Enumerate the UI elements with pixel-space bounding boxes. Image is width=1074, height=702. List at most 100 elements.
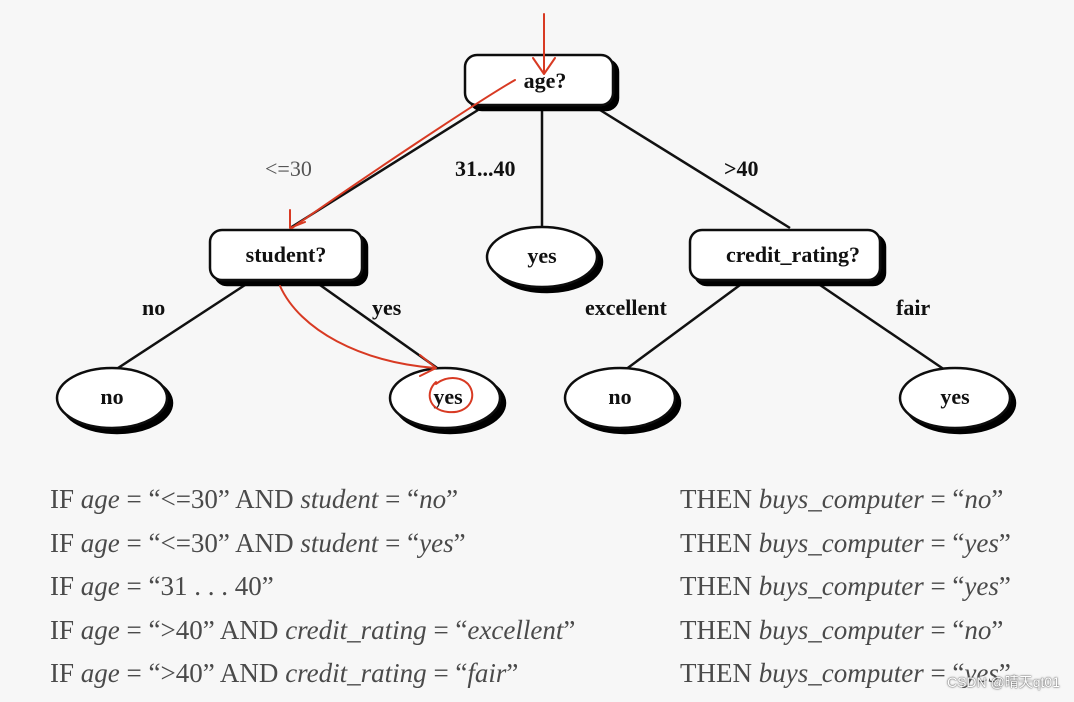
rule-text: ” [991, 614, 1004, 645]
rule-conclusion: THEN buys_computer = “no” [680, 615, 1003, 646]
rules-list: IF age = “<=30” AND student = “no” THEN … [50, 484, 1070, 702]
rule-condition: IF age = “>40” AND credit_rating = “exce… [50, 615, 575, 646]
annotation-circle-yes [428, 377, 474, 414]
rule-value: yes [964, 527, 999, 558]
rule-text: ” [446, 484, 459, 514]
edge-line-age-credit [599, 108, 791, 230]
node-credit-rating: credit_rating? [688, 228, 882, 282]
rule-if-keyword: IF [50, 658, 75, 688]
rule-text: ” [998, 571, 1011, 601]
decision-tree-diagram: age? student? credit_rating? yes no yes … [55, 13, 1012, 430]
annotation-entry-arrow [532, 13, 556, 75]
rule-text: = “ [923, 571, 965, 601]
leaf-credit-yes-label: yes [940, 384, 970, 409]
rule-text: ” [563, 614, 576, 645]
edge-label-le30: <=30 [265, 156, 312, 181]
leaf-student-no-label: no [100, 384, 123, 409]
rule-condition: IF age = “>40” AND credit_rating = “fair… [50, 658, 518, 689]
rule-value: fair [467, 658, 507, 688]
node-credit-rating-label: credit_rating? [726, 242, 860, 267]
rule-value: no [419, 484, 447, 514]
rule-text: ” [506, 658, 519, 688]
rule-value: yes [964, 571, 999, 601]
rule-attr: age [80, 614, 120, 645]
rule-value: excellent [467, 614, 564, 645]
leaf-student-yes-label: yes [433, 384, 463, 409]
rule-row: IF age = “>40” AND credit_rating = “exce… [50, 615, 1070, 659]
rule-condition: IF age = “<=30” AND student = “yes” [50, 528, 466, 559]
rule-value: yes [964, 658, 999, 688]
rule-text: = “<=30” AND [119, 484, 301, 514]
rule-then-keyword: THEN [680, 571, 752, 601]
rule-condition: IF age = “<=30” AND student = “no” [50, 484, 458, 515]
rule-text: = “31 . . . 40” [119, 571, 274, 601]
edge-label-excellent: excellent [585, 295, 668, 320]
node-age: age? [463, 53, 615, 107]
rule-text: = “ [923, 614, 965, 645]
rule-target: buys_computer [758, 527, 924, 558]
rule-conclusion: THEN buys_computer = “yes” [680, 571, 1011, 602]
rule-attr: age [80, 527, 120, 558]
edge-line-credit-yes [819, 283, 946, 372]
leaf-credit-no: no [563, 366, 677, 430]
rule-conclusion: THEN buys_computer = “yes” [680, 658, 1011, 689]
rule-conclusion: THEN buys_computer = “no” [680, 484, 1003, 515]
rule-text: = “ [378, 484, 420, 514]
rule-text: ” [453, 527, 466, 558]
node-student: student? [208, 228, 364, 282]
rule-row: IF age = “>40” AND credit_rating = “fair… [50, 658, 1070, 702]
rule-target: buys_computer [758, 658, 924, 688]
rule-attr: age [80, 484, 120, 514]
rule-text: = “ [426, 658, 468, 688]
rule-text: = “ [378, 527, 420, 558]
rule-attr: credit_rating [285, 614, 427, 645]
rule-conclusion: THEN buys_computer = “yes” [680, 528, 1011, 559]
annotation-path-to-yes [279, 285, 437, 377]
rule-target: buys_computer [758, 614, 924, 645]
rule-target: buys_computer [758, 484, 924, 514]
rule-if-keyword: IF [50, 614, 75, 645]
rule-text: ” [998, 658, 1011, 688]
rule-if-keyword: IF [50, 484, 75, 514]
rule-target: buys_computer [758, 571, 924, 601]
rule-text: ” [991, 484, 1004, 514]
rule-row: IF age = “31 . . . 40” THEN buys_compute… [50, 571, 1070, 615]
rule-attr: student [300, 484, 379, 514]
rule-value: yes [419, 527, 454, 558]
rule-condition: IF age = “31 . . . 40” [50, 571, 274, 602]
rule-attr: student [300, 527, 379, 558]
leaf-student-no: no [55, 366, 169, 430]
leaf-credit-yes: yes [898, 366, 1012, 430]
rule-then-keyword: THEN [680, 527, 752, 558]
rule-then-keyword: THEN [680, 484, 752, 514]
rule-then-keyword: THEN [680, 658, 752, 688]
rule-attr: credit_rating [285, 658, 427, 688]
rule-text: ” [998, 527, 1011, 558]
rule-if-keyword: IF [50, 571, 75, 601]
node-student-label: student? [246, 242, 327, 267]
leaf-credit-no-label: no [608, 384, 631, 409]
edge-label-31-40: 31...40 [455, 156, 516, 181]
leaf-middle-yes: yes [485, 225, 599, 289]
watermark: CSDN @晴天qt01 [946, 674, 1060, 690]
edge-label-student-yes: yes [372, 295, 402, 320]
rule-attr: age [80, 571, 120, 601]
rule-attr: age [80, 658, 120, 688]
leaf-middle-yes-label: yes [527, 243, 557, 268]
rule-text: = “ [426, 614, 468, 645]
edge-label-student-no: no [142, 295, 165, 320]
rule-row: IF age = “<=30” AND student = “no” THEN … [50, 484, 1070, 528]
rule-then-keyword: THEN [680, 614, 752, 645]
rule-text: = “ [923, 527, 965, 558]
rule-text: = “ [923, 658, 965, 688]
rule-value: no [964, 484, 992, 514]
leaf-student-yes: yes [388, 366, 502, 430]
annotation-path-to-student [289, 79, 516, 229]
edge-line-credit-no [624, 283, 741, 372]
rule-value: no [964, 614, 992, 645]
edge-label-fair: fair [896, 295, 930, 320]
rule-if-keyword: IF [50, 527, 75, 558]
rule-text: = “>40” AND [119, 658, 286, 688]
edge-label-gt40: >40 [724, 156, 759, 181]
annotation-path-drawing [279, 13, 556, 414]
